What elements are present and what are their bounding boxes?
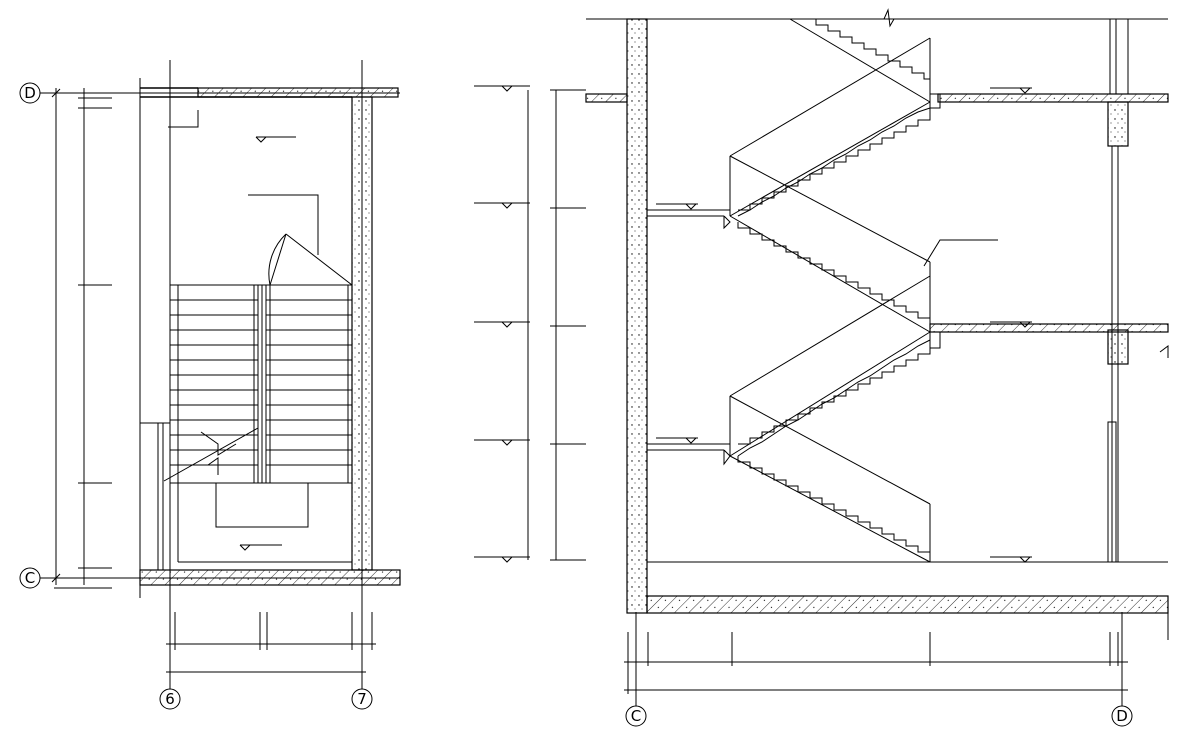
ground-slab <box>646 595 1169 614</box>
window-recess <box>139 422 171 571</box>
break-line <box>163 427 259 482</box>
grid-bubble-d-plan: D <box>19 82 41 104</box>
grid-label-c-section: C <box>631 707 641 725</box>
break-mark-right <box>1159 345 1169 358</box>
grid-bubble-6: 6 <box>159 688 181 710</box>
level-marker-upper <box>255 136 296 143</box>
section-vertical-dimensions <box>474 85 586 563</box>
grid-label-d-section: D <box>1116 707 1128 725</box>
stair-flights-section <box>729 18 931 563</box>
grid-bubble-c-plan: C <box>19 567 41 589</box>
bottom-wall <box>139 569 401 586</box>
grid-bubble-d-section: D <box>1111 705 1133 727</box>
grid-label-6: 6 <box>165 690 175 708</box>
stair-flights-plan <box>163 284 353 528</box>
leader-line-plan <box>248 194 319 255</box>
plan-vertical-dimensions <box>50 88 112 589</box>
level-markers-section <box>656 87 1032 563</box>
stair-section: C D <box>474 8 1169 727</box>
leader-line-section <box>923 239 998 267</box>
top-wall <box>197 87 399 98</box>
section-horizontal-dimensions <box>624 596 1169 694</box>
door-swing <box>268 233 353 286</box>
floor-slab-middle <box>929 323 1169 333</box>
grid-label-7: 7 <box>357 690 367 708</box>
grid-label-d-plan: D <box>24 84 36 102</box>
roof-ledge <box>585 93 628 103</box>
stair-plan: D C 6 7 <box>19 60 401 710</box>
level-marker-lower <box>239 544 282 551</box>
grid-bubble-c-section: C <box>625 705 647 727</box>
grid-label-c-plan: C <box>25 569 35 587</box>
right-wall <box>351 96 373 571</box>
stair-treads-right <box>266 299 352 466</box>
corner-mark <box>168 110 199 128</box>
stair-steps-section <box>723 19 941 553</box>
beam-upper <box>1107 101 1129 147</box>
grid-bubble-7: 7 <box>351 688 373 710</box>
stair-treads-left <box>170 299 258 466</box>
left-wall-section <box>626 18 648 614</box>
roof-slab <box>937 93 1169 103</box>
plan-horizontal-dimensions <box>166 612 376 673</box>
